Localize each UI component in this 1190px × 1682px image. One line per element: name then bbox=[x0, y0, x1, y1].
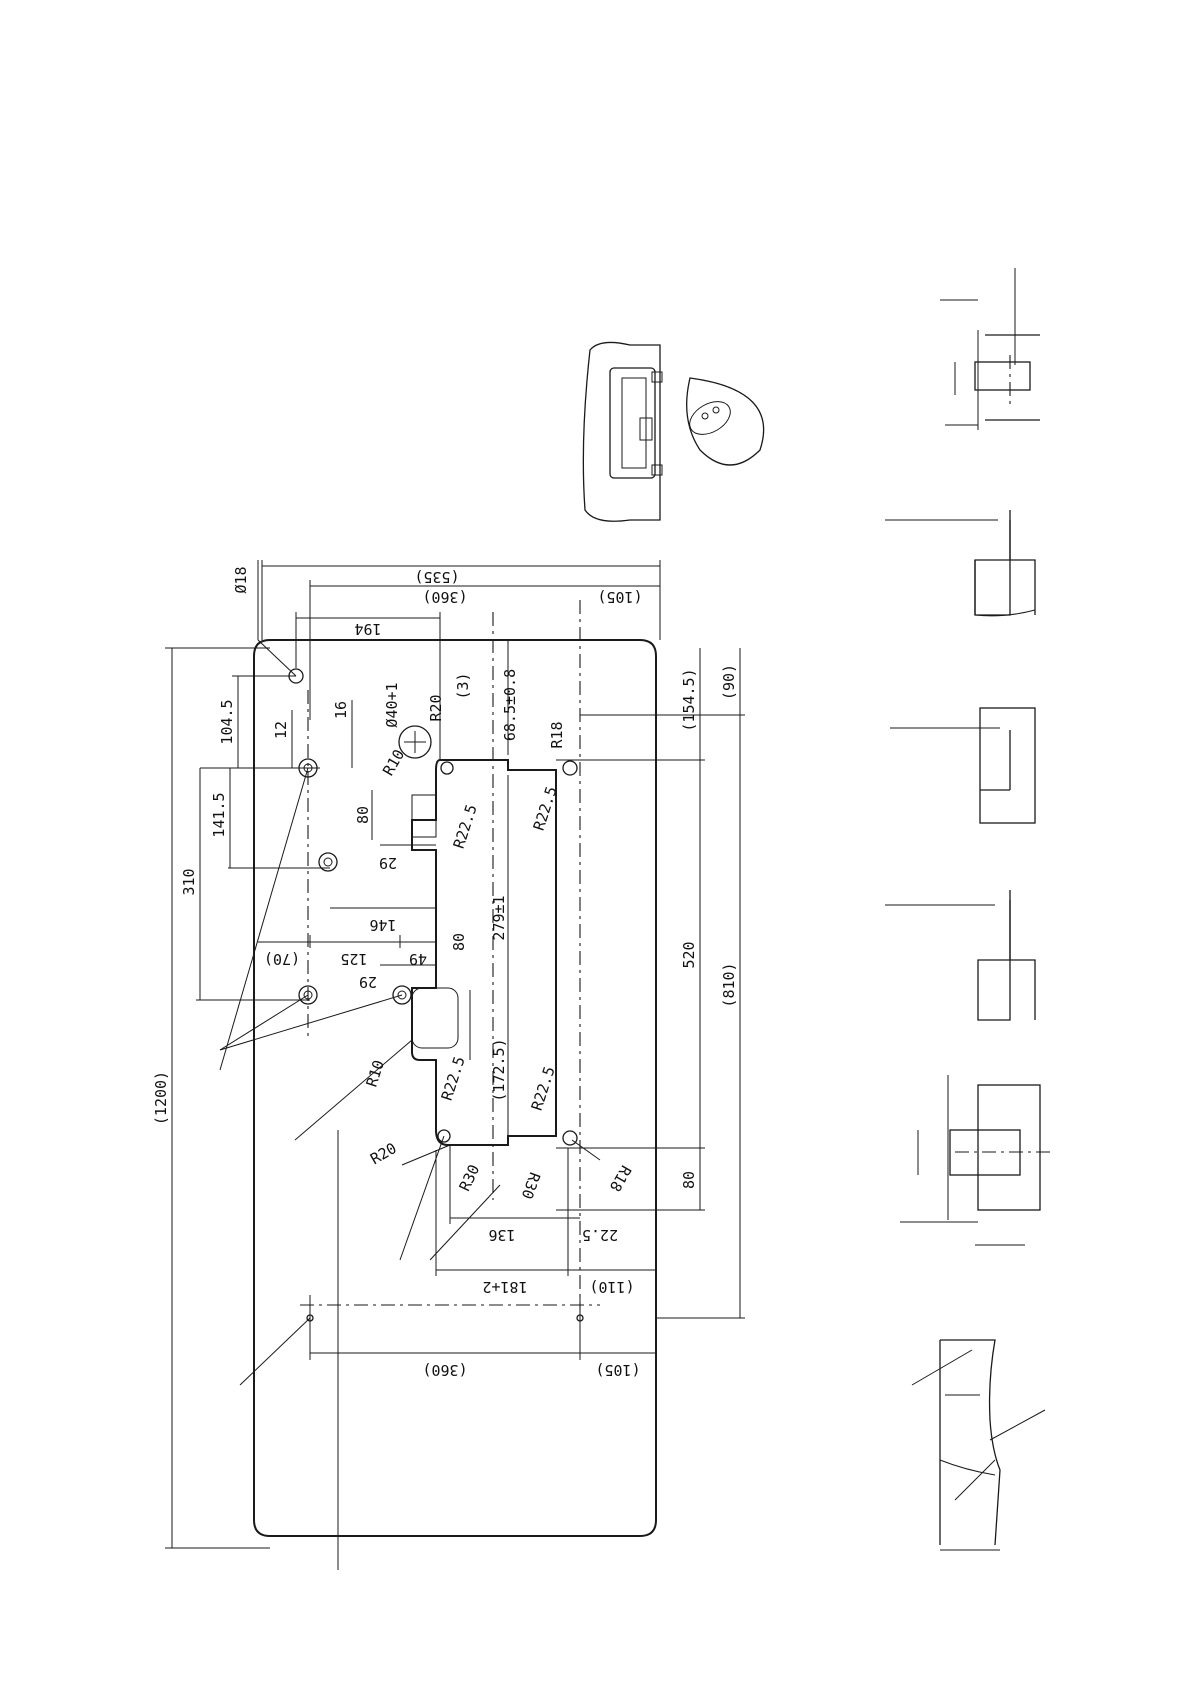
dim-text-80-right: 80 bbox=[680, 1171, 698, 1189]
hole-r18-bottom bbox=[563, 1131, 577, 1145]
inner-relief-top bbox=[412, 795, 436, 837]
dim-text-r20-top: R20 bbox=[427, 694, 445, 721]
dim-text-520: 520 bbox=[680, 941, 698, 968]
dim-text-d40: Ø40+1 bbox=[383, 682, 401, 727]
dim-text-172-5: (172.5) bbox=[490, 1038, 508, 1101]
dim-text-r18-top: R18 bbox=[548, 721, 566, 748]
dim-text-16: 16 bbox=[332, 701, 350, 719]
dim-text-r10-top: R10 bbox=[379, 746, 408, 778]
dim-text-r18-bottom: R18 bbox=[606, 1162, 635, 1194]
dim-text-70: (70) bbox=[264, 950, 300, 968]
dim-text-80-inner: 80 bbox=[354, 806, 372, 824]
dim-text-49: 49 bbox=[409, 950, 427, 968]
section-detail-2 bbox=[885, 510, 1035, 616]
leader-holes-b bbox=[220, 995, 308, 1050]
dim-text-105-top: (105) bbox=[597, 588, 642, 606]
dim-text-d18: Ø18 bbox=[232, 566, 250, 593]
dim-text-310: 310 bbox=[180, 868, 198, 895]
dim-text-r22-5-c: R22.5 bbox=[438, 1054, 469, 1103]
dim-text-360-bottom: (360) bbox=[422, 1361, 467, 1379]
dim-text-181: 181+2 bbox=[482, 1278, 527, 1296]
section-detail-1 bbox=[940, 268, 1040, 430]
dim-text-104-5: 104.5 bbox=[218, 699, 236, 744]
section-detail-4 bbox=[885, 890, 1035, 1020]
detail-hinge-pocket bbox=[583, 342, 662, 521]
dim-text-90: (90) bbox=[720, 664, 738, 700]
dim-text-154-5: (154.5) bbox=[680, 668, 698, 731]
dim-text-1200: (1200) bbox=[152, 1071, 170, 1125]
leader-holes-a bbox=[220, 768, 308, 1070]
leader-bottom-mid bbox=[402, 1145, 450, 1165]
hole-left-2-inner bbox=[324, 858, 332, 866]
leader-r10 bbox=[295, 1040, 412, 1140]
dim-text-535: (535) bbox=[414, 568, 459, 586]
hole-r18-top bbox=[563, 761, 577, 775]
dim-text-80-mid: 80 bbox=[450, 933, 468, 951]
dim-text-141-5: 141.5 bbox=[210, 792, 228, 837]
section-detail-3 bbox=[890, 708, 1035, 823]
dim-text-r22-5-d: R22.5 bbox=[528, 1064, 559, 1113]
dim-text-360-top: (360) bbox=[422, 588, 467, 606]
dim-text-r10-bottom: R10 bbox=[362, 1058, 387, 1089]
dim-text-105-bottom: (105) bbox=[595, 1361, 640, 1379]
leader-d18 bbox=[258, 640, 296, 676]
section-detail-5 bbox=[900, 1075, 1055, 1245]
dim-text-r20-bottom: R20 bbox=[367, 1139, 399, 1168]
dim-text-r30-a: R30 bbox=[456, 1162, 484, 1194]
dim-text-r30-b: R30 bbox=[518, 1170, 544, 1202]
dim-text-125: 125 bbox=[340, 950, 367, 968]
leader-r18-b bbox=[572, 1140, 600, 1160]
dim-text-279: 279±1 bbox=[490, 895, 508, 940]
dim-text-29-mid: 29 bbox=[359, 973, 377, 991]
dim-text-22-5: 22.5 bbox=[582, 1226, 618, 1244]
dim-text-810: (810) bbox=[720, 962, 738, 1007]
detail-round-pocket bbox=[684, 378, 764, 465]
leader-r20-bottom bbox=[400, 1136, 444, 1260]
dim-text-3: (3) bbox=[454, 672, 472, 699]
leader-bottom-left bbox=[240, 1318, 310, 1385]
dim-text-146: 146 bbox=[369, 916, 396, 934]
dim-text-68-5: 68.5±0.8 bbox=[501, 669, 519, 741]
dim-text-136: 136 bbox=[488, 1226, 515, 1244]
section-detail-6 bbox=[912, 1340, 1045, 1550]
leader-r30 bbox=[430, 1185, 500, 1260]
dim-text-12: 12 bbox=[272, 721, 290, 739]
dim-text-r22-5-a: R22.5 bbox=[450, 802, 481, 851]
dim-text-110: (110) bbox=[589, 1278, 634, 1296]
hole-r20-top bbox=[441, 762, 453, 774]
dim-text-29-top: 29 bbox=[379, 854, 397, 872]
dim-text-194: 194 bbox=[354, 620, 381, 638]
inner-relief-bottom bbox=[412, 988, 458, 1048]
